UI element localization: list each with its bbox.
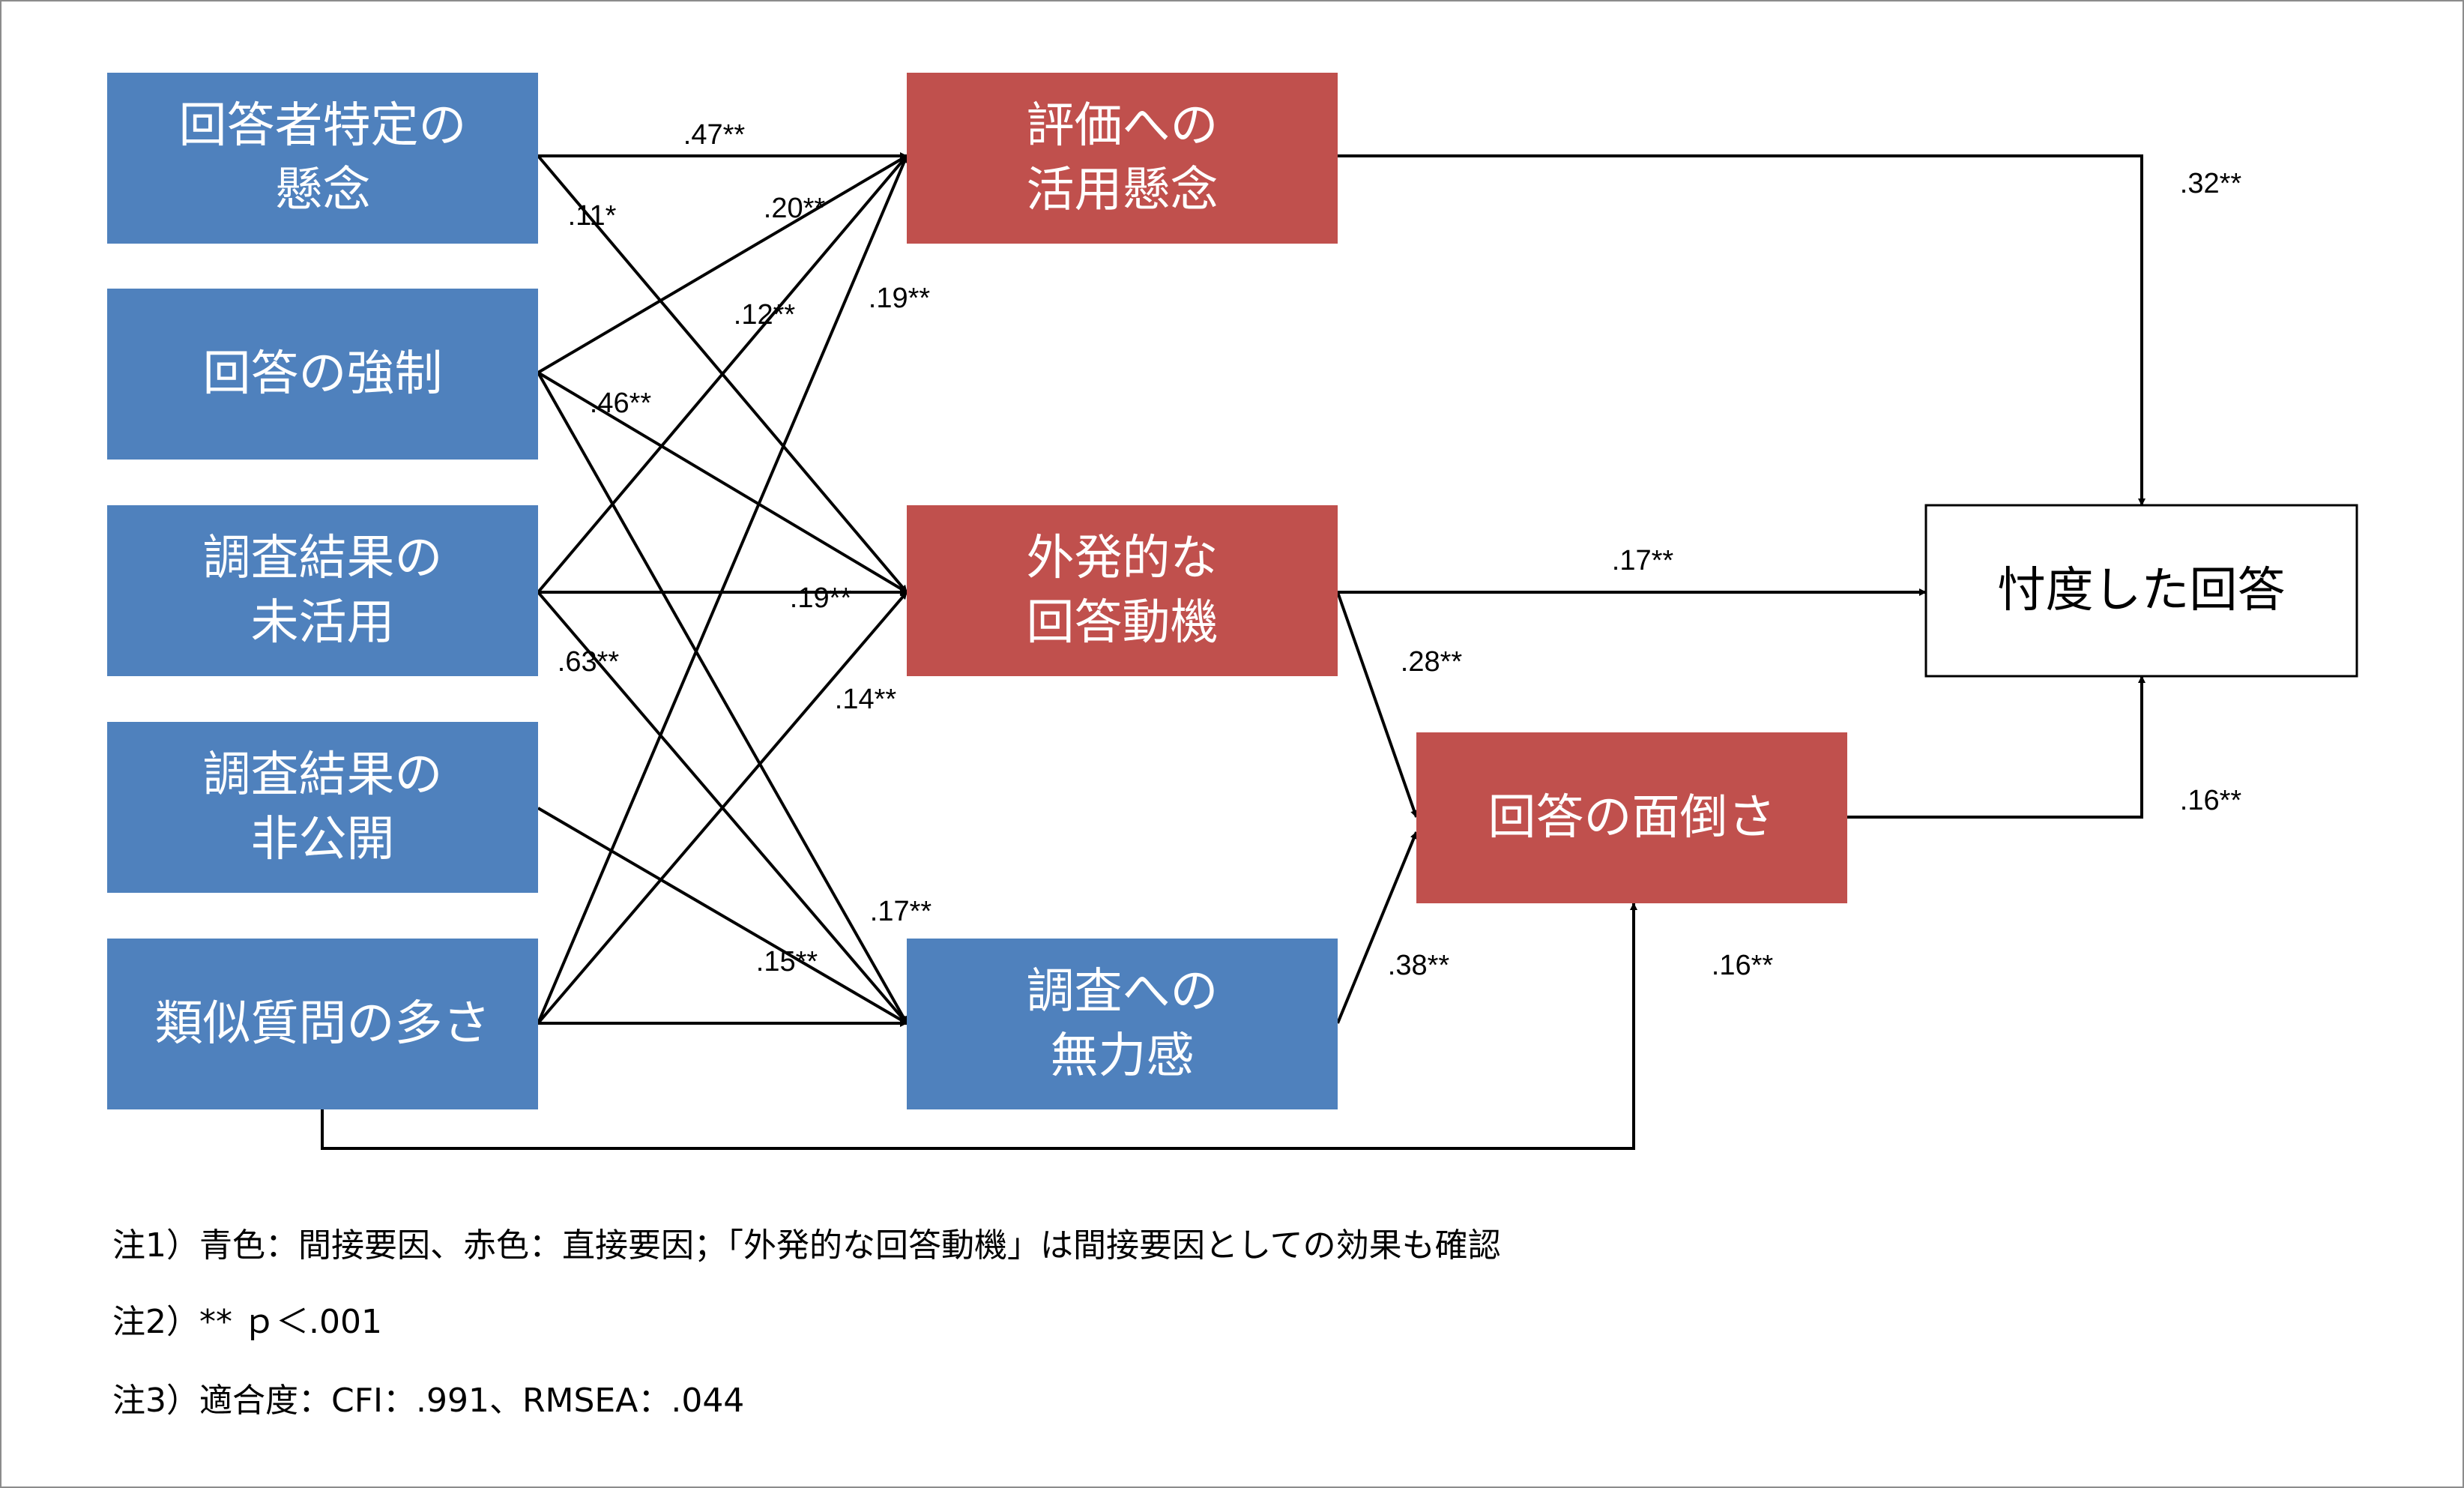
node-label-line: 回答動機 (1027, 595, 1219, 651)
node-label-line: 外発的な (1027, 531, 1219, 586)
coefficient-label: .16** (2180, 785, 2242, 816)
node-box (107, 73, 538, 244)
coefficient-label: .32** (2180, 168, 2242, 199)
node-m-extrinsic: 外発的な回答動機 (907, 505, 1338, 676)
coefficient-label: .28** (1401, 646, 1463, 678)
node-box (907, 505, 1338, 676)
coefficients-layer: .47** .11* .20** .46** .12** .19** .63** .15**.… (558, 119, 2242, 981)
node-label-line: 調査への (1027, 964, 1219, 1019)
node-label-line: 無力感 (1051, 1028, 1195, 1084)
path-q_unused-to-m_evaluation (537, 154, 908, 594)
paths-layer (321, 152, 2146, 1150)
coefficient-label: .38** (1388, 950, 1450, 981)
path-m_evaluation-to-outcome (1338, 154, 2146, 506)
node-label-line: 回答者特定の (179, 98, 467, 154)
coefficient-label: .46** (590, 388, 652, 419)
coefficient-label: .11* (568, 200, 617, 232)
note-2: 注2）** ｐ＜.001 (112, 1303, 382, 1341)
node-q-forced: 回答の強制 (107, 289, 538, 460)
note-1: 注1）青色：間接要因、赤色：直接要因；「外発的な回答動機」は間接要因としての効果… (112, 1226, 1501, 1265)
path-q_forced-to-m_extrinsic (537, 371, 908, 594)
node-box (1416, 732, 1847, 903)
path-q_similar-to-m_bother (321, 903, 1637, 1150)
node-label-line: 調査結果の (203, 531, 443, 586)
node-box (107, 289, 538, 460)
path-m_helpless-to-m_bother (1336, 831, 1418, 1024)
node-box (907, 939, 1338, 1109)
node-label-line: 懸念 (275, 163, 371, 218)
node-label-line: 忖度した回答 (1998, 563, 2286, 618)
node-label-line: 調査結果の (203, 747, 443, 803)
path-q_forced-to-m_evaluation (537, 154, 908, 374)
node-label-line: 非公開 (251, 812, 395, 867)
coefficient-label: .63** (558, 646, 620, 678)
coefficient-label: .14** (835, 684, 897, 715)
node-outcome: 忖度した回答 (1924, 504, 2358, 678)
coefficient-label: .17** (870, 896, 932, 927)
node-box (1924, 504, 2358, 678)
coefficient-label: .15** (756, 946, 818, 978)
path-q_forced-to-m_helpless (537, 372, 908, 1024)
node-m-bother: 回答の面倒さ (1416, 732, 1847, 903)
coefficient-label: .20** (764, 193, 826, 224)
node-label-line: 類似質問の多さ (155, 996, 491, 1052)
node-label-line: 未活用 (251, 595, 395, 651)
coefficient-label: .19** (790, 582, 852, 614)
path-q_similar-to-m_evaluation (537, 155, 908, 1024)
nodes-layer: 回答者特定の懸念回答の強制調査結果の未活用調査結果の非公開類似質問の多さ評価への… (107, 73, 2358, 1109)
node-box (107, 722, 538, 893)
node-box (107, 939, 538, 1109)
node-box (107, 505, 538, 676)
node-label-line: 評価への (1027, 98, 1219, 154)
node-label-line: 活用懸念 (1027, 163, 1219, 218)
path-q_similar-to-m_extrinsic (537, 591, 908, 1025)
node-label-line: 回答の強制 (203, 346, 443, 402)
coefficient-label: .19** (869, 283, 931, 314)
coefficient-label: .47** (683, 119, 746, 151)
node-label-line: 回答の面倒さ (1488, 790, 1776, 846)
node-box (907, 73, 1338, 244)
coefficient-label: .16** (1712, 950, 1774, 981)
note-3: 注3）適合度：CFI：.991、RMSEA：.044 (112, 1382, 745, 1420)
node-q-similar: 類似質問の多さ (107, 939, 538, 1109)
path-m_bother-to-outcome (1847, 675, 2146, 819)
coefficient-label: .17** (1612, 545, 1674, 576)
path-q_undisclosed-to-m_helpless (537, 807, 908, 1025)
path-m_extrinsic-to-m_bother (1336, 591, 1418, 818)
coefficient-label: .12** (734, 299, 796, 331)
